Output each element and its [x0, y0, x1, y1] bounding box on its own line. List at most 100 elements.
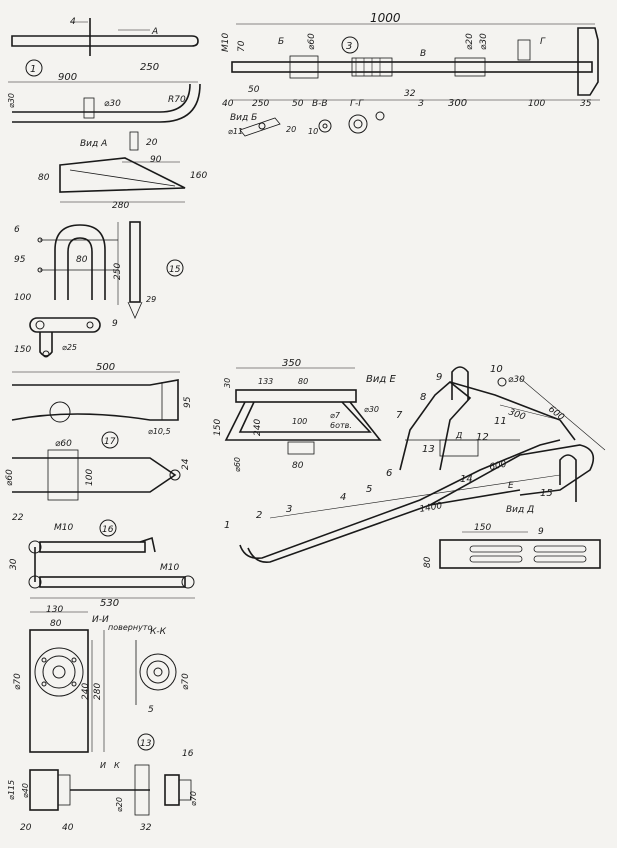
view-d-drawing: Вид Д 150 9 80 — [423, 505, 601, 569]
ve-dim-80b: 80 — [292, 461, 304, 471]
p3-dim-40: 40 — [222, 99, 234, 109]
p13-mark-i: И — [100, 761, 106, 770]
p15-dim-dia25: ⌀25 — [62, 343, 77, 352]
part-15-drawing: 15 6 95 80 250 100 29 9 150 ⌀25 — [14, 221, 184, 358]
p1-dim-900: 900 — [58, 72, 77, 83]
ve-dim-80: 80 — [298, 377, 308, 386]
p1-view-a-label: Вид А — [80, 139, 107, 149]
p13-section-ii: И-И — [92, 615, 109, 625]
view-e-drawing: 350 Вид Е 133 80 30 150 240 100 ⌀7 6отв.… — [213, 358, 396, 472]
p1-dim-r70: R70 — [168, 95, 186, 105]
ve-dim-dia30: ⌀30 — [364, 405, 379, 414]
p1-dim-80: 80 — [38, 173, 50, 183]
p3-dim-20: 20 — [286, 125, 296, 134]
part-17-drawing: 500 95 ⌀10,5 17 ⌀60 ⌀60 100 24 22 — [5, 362, 193, 523]
part-1-label: 1 — [30, 64, 36, 75]
asm-part-13: 13 — [422, 444, 435, 455]
p13-dim-dia70c: ⌀70 — [189, 791, 198, 806]
p13-dim-16: 16 — [182, 749, 194, 759]
ve-dim-dia60: ⌀60 — [233, 457, 242, 472]
p13-dim-240: 240 — [81, 683, 91, 700]
p3-dim-dia30: ⌀30 — [479, 33, 489, 50]
p3-arrow-z: З — [418, 99, 424, 109]
vd-dim-150: 150 — [474, 523, 491, 533]
assembly-drawing: ⌀30 300 600 600 1400 Д Е 1 2 3 4 5 6 7 8… — [224, 364, 606, 564]
p15-dim-6: 6 — [14, 225, 20, 235]
p3-section-vv: В-В — [312, 99, 328, 109]
asm-part-4: 4 — [340, 492, 346, 503]
p13-dim-130: 130 — [46, 605, 63, 615]
asm-letter-d: Д — [455, 431, 462, 440]
p3-dim-50: 50 — [248, 85, 260, 95]
asm-dim-300: 300 — [507, 407, 527, 422]
p16-dim-m10: M10 — [54, 523, 73, 533]
asm-part-15: 15 — [540, 488, 553, 499]
p13-dim-dia70: ⌀70 — [13, 673, 23, 690]
p17-dim-dia10-5: ⌀10,5 — [148, 427, 171, 436]
part-13-drawing: 130 80 И-И повернуто ⌀70 240 280 К-К ⌀70… — [7, 605, 198, 833]
part-3-drawing: 1000 3 M10 70 Б ⌀60 В ⌀20 ⌀30 Г 50 40 25… — [221, 11, 600, 137]
p16-dim-m10b: M10 — [160, 563, 179, 573]
p13-dim-5: 5 — [148, 705, 154, 715]
asm-dim-600: 600 — [546, 404, 566, 423]
p16-dim-530: 530 — [100, 598, 119, 609]
p13-dim-dia115: ⌀115 — [7, 780, 16, 800]
ve-holes: 6отв. — [330, 421, 352, 430]
p3-dim-m10: M10 — [221, 33, 231, 52]
p3-arrow-v: В — [420, 49, 426, 59]
p15-dim-9: 9 — [112, 319, 118, 329]
asm-part-11: 11 — [494, 416, 507, 427]
p17-dim-dia60b: ⌀60 — [5, 469, 15, 486]
part-15-label: 15 — [169, 265, 181, 275]
ve-view-label: Вид Е — [366, 374, 396, 385]
p15-dim-100: 100 — [14, 293, 31, 303]
ve-dim-240: 240 — [253, 419, 263, 436]
asm-part-3: 3 — [286, 504, 292, 515]
p1-dim-90: 90 — [150, 155, 162, 165]
p13-dim-40: 40 — [62, 823, 74, 833]
p3-dim-dia11: ⌀11 — [228, 127, 243, 136]
ve-dim-100: 100 — [292, 417, 307, 426]
part-16-drawing: 16 M10 M10 30 530 — [9, 519, 195, 609]
p15-dim-80: 80 — [76, 255, 88, 265]
asm-part-8: 8 — [420, 392, 426, 403]
p15-dim-95: 95 — [14, 255, 26, 265]
asm-letter-e: Е — [508, 481, 514, 491]
asm-dim-1400: 1400 — [419, 501, 444, 515]
vd-dim-80: 80 — [423, 556, 433, 568]
p3-arrow-b: Б — [278, 37, 284, 47]
part-17-label: 17 — [104, 437, 116, 447]
p1-dim-dia30b: ⌀30 — [104, 99, 121, 109]
asm-part-5: 5 — [366, 484, 372, 495]
ve-dim-150: 150 — [213, 419, 223, 436]
p1-dim-250: 250 — [140, 62, 159, 73]
asm-dim-dia30: ⌀30 — [508, 375, 525, 385]
p3-dim-32: 32 — [404, 89, 416, 99]
p15-dim-250: 250 — [113, 263, 123, 280]
p17-dim-24: 24 — [181, 458, 191, 470]
p3-dim-70: 70 — [237, 40, 247, 52]
p13-dim-dia20: ⌀20 — [115, 797, 124, 812]
part-3-label: 3 — [346, 41, 352, 52]
asm-dim-600b: 600 — [489, 460, 508, 473]
ve-dim-30: 30 — [223, 378, 232, 388]
p3-dim-1000: 1000 — [370, 11, 401, 25]
p13-rotated: повернуто — [108, 623, 152, 632]
asm-part-12: 12 — [476, 432, 489, 443]
asm-part-2: 2 — [256, 510, 262, 521]
p13-dim-32: 32 — [140, 823, 152, 833]
part-13-label: 13 — [140, 739, 152, 749]
p17-dim-22: 22 — [12, 513, 24, 523]
ve-dim-133: 133 — [258, 377, 273, 386]
p13-dim-20: 20 — [20, 823, 32, 833]
p3-dim-35: 35 — [580, 99, 592, 109]
asm-part-7: 7 — [396, 410, 403, 421]
p13-dim-80: 80 — [50, 619, 62, 629]
p13-section-kk: К-К — [150, 627, 167, 637]
p1-dim-160: 160 — [190, 171, 207, 181]
vd-view-label: Вид Д — [506, 505, 534, 515]
p3-dim-10: 10 — [308, 127, 318, 136]
asm-part-9: 9 — [436, 372, 442, 383]
p15-dim-29: 29 — [146, 295, 156, 304]
